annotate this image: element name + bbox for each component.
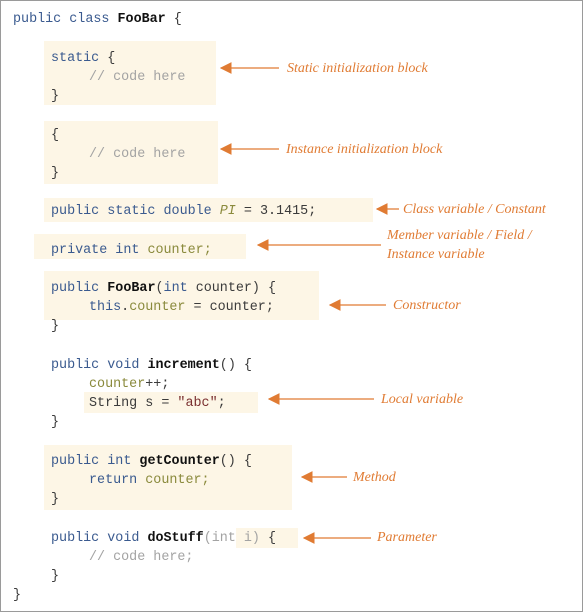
static-block-highlight	[44, 41, 216, 105]
label-parameter: Parameter	[377, 530, 437, 545]
increment-signature-line: public void increment() {	[51, 357, 252, 374]
constructor-body-line: this.counter = counter;	[89, 299, 274, 316]
label-static-init: Static initialization block	[287, 61, 428, 76]
return-value: counter;	[145, 473, 210, 488]
class-keyword: class	[69, 12, 110, 27]
label-local-variable: Local variable	[381, 392, 464, 407]
increment-name: increment	[147, 358, 220, 373]
static-open-brace: {	[107, 51, 116, 66]
constructor-public-keyword: public	[51, 281, 100, 296]
getcounter-name: getCounter	[139, 454, 220, 469]
getcounter-close-brace: }	[51, 492, 60, 507]
label-member-variable-line1: Member variable / Field /	[387, 228, 532, 243]
local-var-end: ;	[217, 396, 226, 411]
field-modifiers: private int	[51, 243, 140, 258]
constructor-close-brace: }	[51, 319, 60, 334]
class-open-brace: {	[173, 12, 182, 27]
local-variable-highlight	[84, 392, 258, 413]
increment-statement-1: counter++;	[89, 376, 169, 393]
instance-block-close-brace: }	[51, 166, 60, 181]
constructor-signature-line: public FooBar(int counter) {	[51, 280, 276, 297]
return-keyword: return	[89, 473, 138, 488]
instance-block-highlight	[44, 121, 218, 184]
getcounter-signature-line: public int getCounter() {	[51, 453, 252, 470]
constant-declaration-line: public static double PI = 3.1415;	[51, 203, 316, 220]
constructor-highlight	[44, 271, 319, 320]
constructor-assign-rest: = counter;	[193, 300, 274, 315]
local-var-string: "abc"	[177, 396, 218, 411]
field-highlight	[34, 234, 246, 259]
increment-modifiers: public void	[51, 358, 140, 373]
increment-close-brace: }	[51, 415, 60, 430]
getcounter-parens: () {	[219, 454, 252, 469]
static-block-open-line: static {	[51, 50, 115, 67]
this-dot: .	[121, 300, 130, 315]
local-var-mid: s =	[145, 396, 170, 411]
increment-parens: () {	[219, 358, 252, 373]
dostuff-comment: // code here;	[89, 550, 194, 565]
class-close-brace: }	[13, 588, 22, 603]
getcounter-modifiers: public int	[51, 454, 132, 469]
increment-statement-2: String s = "abc";	[89, 395, 226, 412]
constructor-open-paren: (	[155, 281, 164, 296]
dostuff-close-brace: }	[51, 569, 60, 584]
label-constructor: Constructor	[393, 298, 461, 313]
this-keyword: this	[89, 300, 122, 315]
field-name: counter;	[147, 243, 212, 258]
class-header-line: public class FooBar {	[13, 11, 182, 28]
constant-assign: =	[243, 204, 252, 219]
instance-block-open-brace: {	[51, 128, 60, 143]
static-keyword: static	[51, 51, 100, 66]
dostuff-modifiers: public void	[51, 531, 140, 546]
label-method: Method	[353, 470, 396, 485]
public-keyword: public	[13, 12, 62, 27]
label-instance-init: Instance initialization block	[286, 142, 443, 157]
constructor-name: FooBar	[107, 281, 156, 296]
class-name: FooBar	[117, 12, 166, 27]
increment-counter-var: counter	[89, 377, 146, 392]
this-field: counter	[129, 300, 186, 315]
constant-modifiers: public static double	[51, 204, 212, 219]
getcounter-return-line: return counter;	[89, 472, 210, 489]
label-class-variable: Class variable / Constant	[403, 202, 546, 217]
label-member-variable-line2: Instance variable	[387, 247, 485, 262]
constant-value: 3.1415;	[259, 204, 317, 219]
local-var-type: String	[89, 396, 138, 411]
constructor-param-type: int	[163, 281, 188, 296]
static-block-comment: // code here	[89, 70, 186, 85]
constant-highlight	[44, 198, 373, 222]
constant-name: PI	[219, 204, 236, 219]
parameter-highlight	[236, 528, 298, 548]
constructor-param-rest: counter) {	[195, 281, 277, 296]
dostuff-open-brace: {	[268, 531, 277, 546]
static-block-close-brace: }	[51, 89, 60, 104]
dostuff-parameter: (int i)	[203, 531, 260, 546]
dostuff-signature-line: public void doStuff(int i) {	[51, 530, 276, 547]
method-highlight	[44, 445, 292, 510]
increment-op: ++;	[145, 377, 170, 392]
field-declaration-line: private int counter;	[51, 242, 212, 259]
dostuff-name: doStuff	[147, 531, 204, 546]
instance-block-comment: // code here	[89, 147, 186, 162]
